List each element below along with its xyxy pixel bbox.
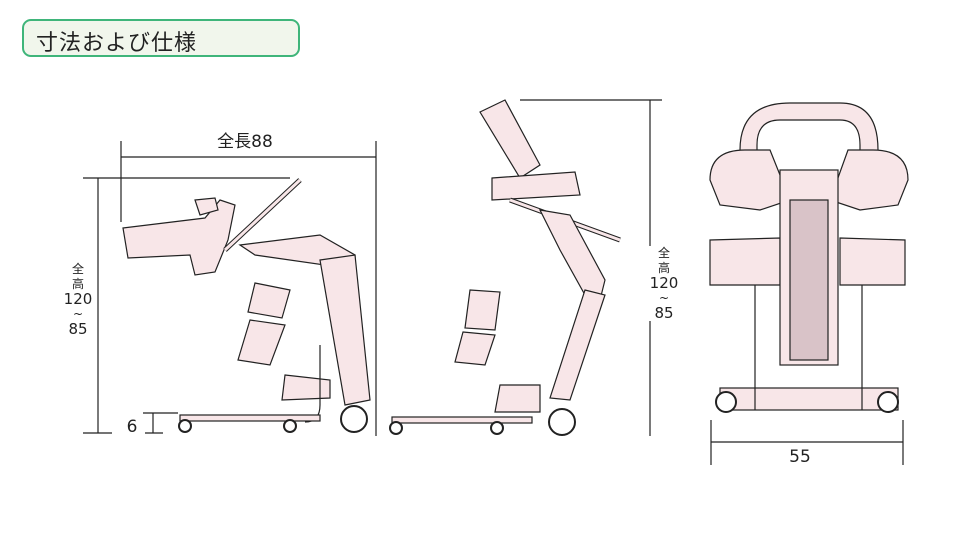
height-label: 全 高 120 ~ 85	[63, 262, 93, 338]
front-view-device	[709, 102, 909, 413]
raised-height-label: 全 高 120 ~ 85	[644, 246, 684, 321]
side-view-dimensions	[83, 141, 377, 436]
clearance-label: 6	[126, 417, 138, 437]
length-label: 全長88	[217, 132, 273, 152]
section-title-box: 寸法および仕様	[22, 19, 300, 57]
width-label: 55	[789, 447, 811, 467]
front-view-dimensions	[710, 420, 904, 465]
side-view-raised-device	[389, 99, 662, 436]
section-title: 寸法および仕様	[36, 31, 198, 56]
side-view-device	[122, 178, 371, 433]
